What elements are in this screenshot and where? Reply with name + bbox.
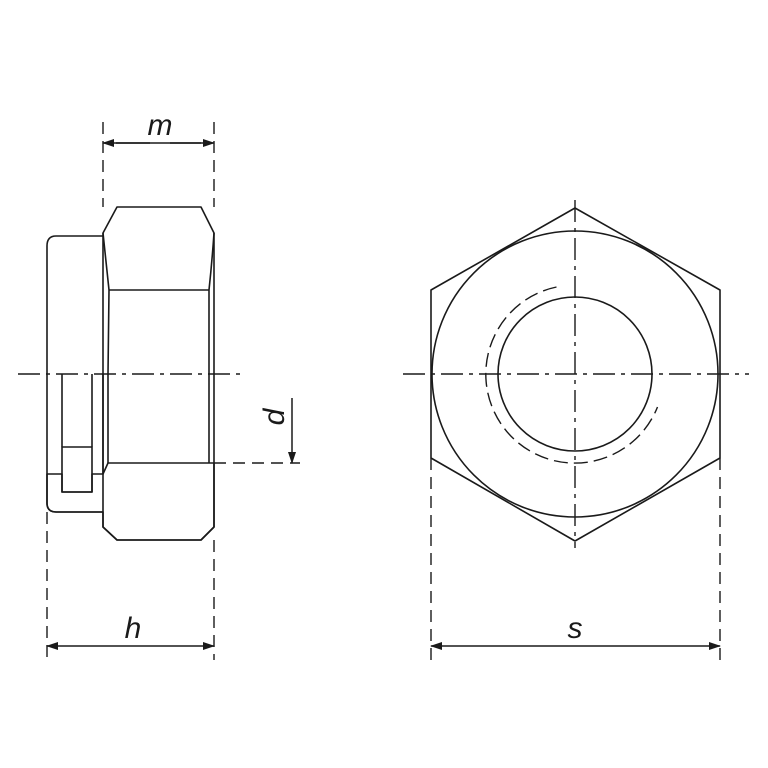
hex-body-outline [102, 206, 215, 541]
hex-chamfer-left [102, 232, 110, 375]
dimension-s-label: s [568, 612, 583, 645]
front-view: s [403, 200, 749, 660]
hex-chamfer-right [208, 232, 215, 374]
dimension-m-label: m [148, 109, 173, 142]
nylon-insert-section [61, 446, 93, 493]
hexagon-outline [430, 207, 721, 542]
dimension-d-label: d [258, 407, 291, 425]
dimension-h-label: h [125, 612, 142, 645]
thread-dashed-arc [485, 286, 659, 464]
side-view: m h d [18, 109, 300, 660]
steel-section [46, 462, 215, 541]
